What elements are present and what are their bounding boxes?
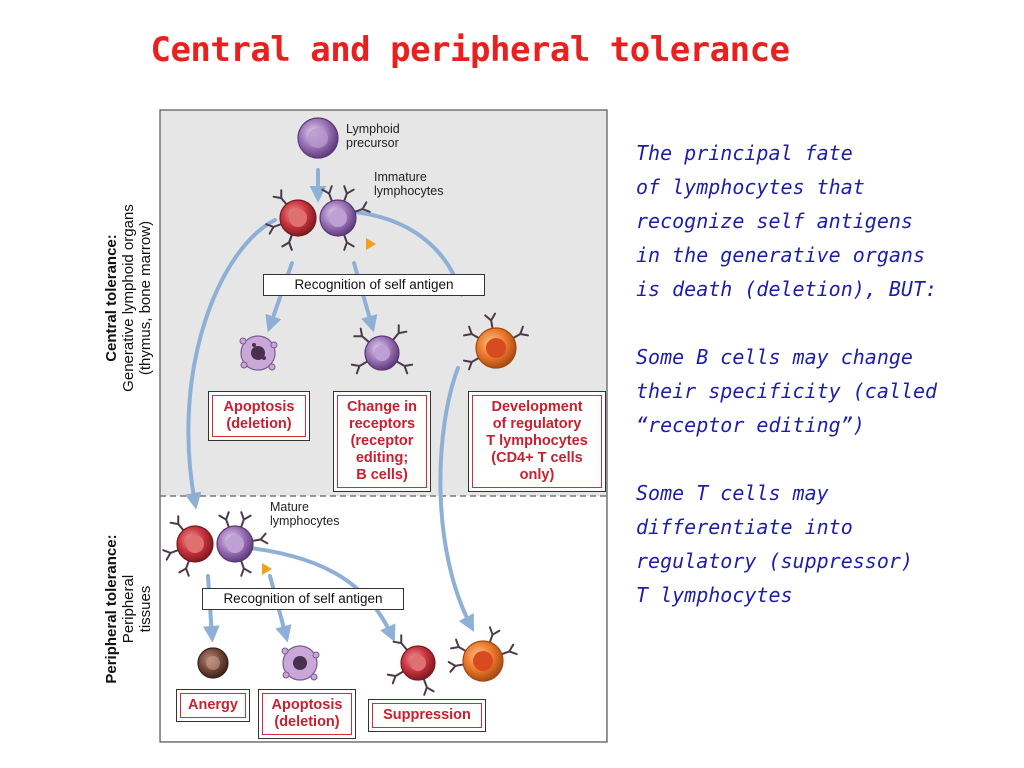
mature-purple-cell	[216, 511, 272, 577]
fate-apoptosis-central: Apoptosis (deletion)	[208, 391, 310, 441]
central-line3: (thymus, bone marrow)	[137, 220, 154, 376]
apoptotic-cell-central	[239, 335, 278, 371]
central-line2: Generative lymphoid organs	[120, 204, 137, 392]
peripheral-recognition-bar: Recognition of self antigen	[202, 588, 404, 610]
central-tolerance-side-label: Central tolerance: Generative lymphoid o…	[103, 148, 157, 448]
regulatory-t-cell-peripheral	[447, 626, 518, 682]
slide-title: Central and peripheral tolerance	[150, 30, 790, 70]
fate-receptor-editing: Change in receptors (receptor editing; B…	[333, 391, 431, 492]
explanation-text: The principal fate of lymphocytes that r…	[636, 136, 1016, 646]
immature-lymphocytes-label: Immature lymphocytes	[374, 170, 444, 198]
apoptotic-cell-peripheral	[281, 645, 320, 681]
suppressed-cell	[386, 634, 436, 696]
mature-lymphocytes-label: Mature lymphocytes	[270, 500, 340, 528]
fate-apoptosis-peripheral: Apoptosis (deletion)	[258, 689, 356, 739]
peripheral-tolerance-side-label: Peripheral tolerance: Peripheral tissues	[103, 499, 157, 719]
text-block-3: Some T cells may differentiate into regu…	[636, 481, 913, 607]
central-heading: Central tolerance:	[103, 234, 120, 362]
regulatory-t-cell-central	[463, 312, 529, 371]
mature-red-cell	[162, 515, 214, 577]
anergic-cell	[197, 647, 229, 679]
immature-purple-cell	[319, 185, 376, 251]
fate-anergy: Anergy	[176, 689, 250, 722]
peripheral-line2: Peripheral	[120, 574, 137, 644]
fate-regulatory-t-development: Development of regulatory T lymphocytes …	[468, 391, 606, 492]
fate-suppression: Suppression	[368, 699, 486, 732]
text-block-1: The principal fate of lymphocytes that r…	[636, 141, 938, 301]
central-recognition-bar: Recognition of self antigen	[263, 274, 485, 296]
peripheral-heading: Peripheral tolerance:	[103, 534, 120, 684]
lymphoid-precursor-label: Lymphoid precursor	[346, 122, 400, 150]
tolerance-diagram: Lymphoid precursor Immature lymphocytes …	[100, 108, 612, 748]
text-block-2: Some B cells may change their specificit…	[636, 345, 938, 437]
peripheral-line3: tissues	[137, 585, 154, 633]
edited-receptor-cell	[350, 324, 414, 375]
immature-red-cell	[265, 189, 317, 251]
